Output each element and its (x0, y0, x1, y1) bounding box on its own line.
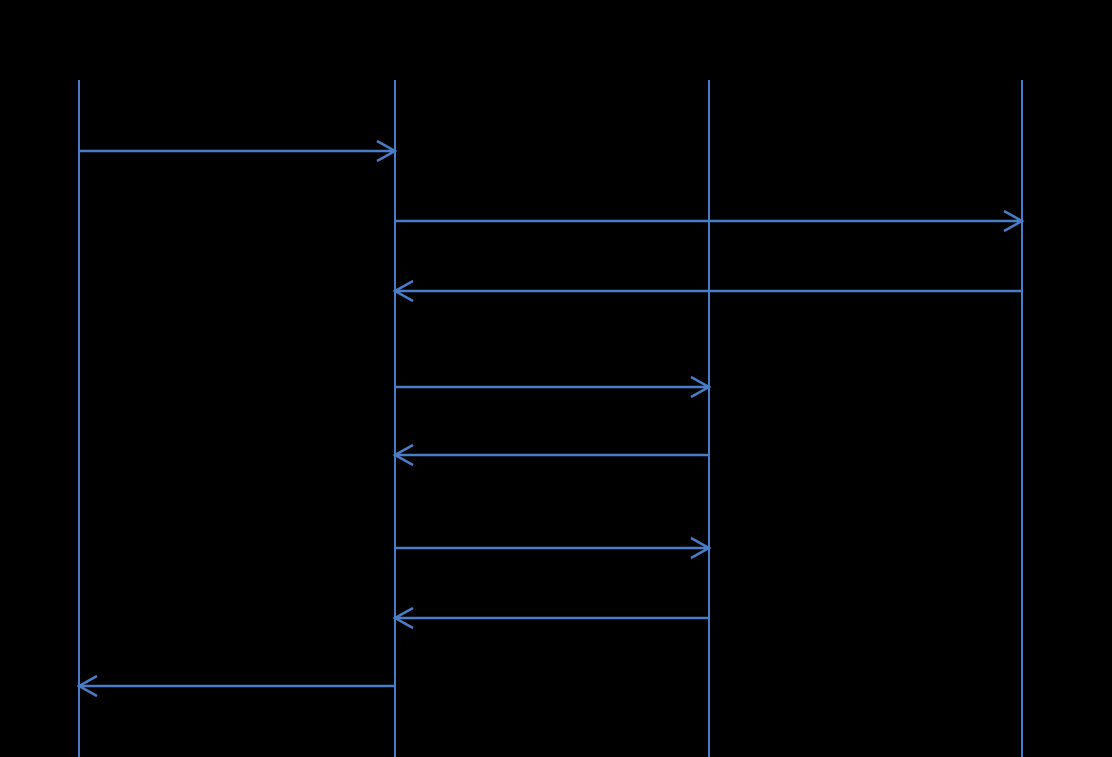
message-arrowhead-8 (76, 674, 98, 698)
message-2 (395, 209, 1025, 233)
message-6 (395, 536, 712, 560)
message-7 (392, 606, 709, 630)
lifelines-group (78, 80, 1023, 757)
message-arrowhead-4 (690, 375, 712, 399)
message-arrowhead-2 (1003, 209, 1025, 233)
message-arrowhead-1 (376, 139, 398, 163)
message-3 (392, 279, 1022, 303)
message-1 (79, 139, 398, 163)
message-arrowhead-7 (392, 606, 414, 630)
message-arrowhead-6 (690, 536, 712, 560)
message-5 (392, 443, 709, 467)
message-arrowhead-5 (392, 443, 414, 467)
message-4 (395, 375, 712, 399)
message-arrowhead-3 (392, 279, 414, 303)
messages-group (76, 139, 1025, 698)
message-8 (76, 674, 395, 698)
